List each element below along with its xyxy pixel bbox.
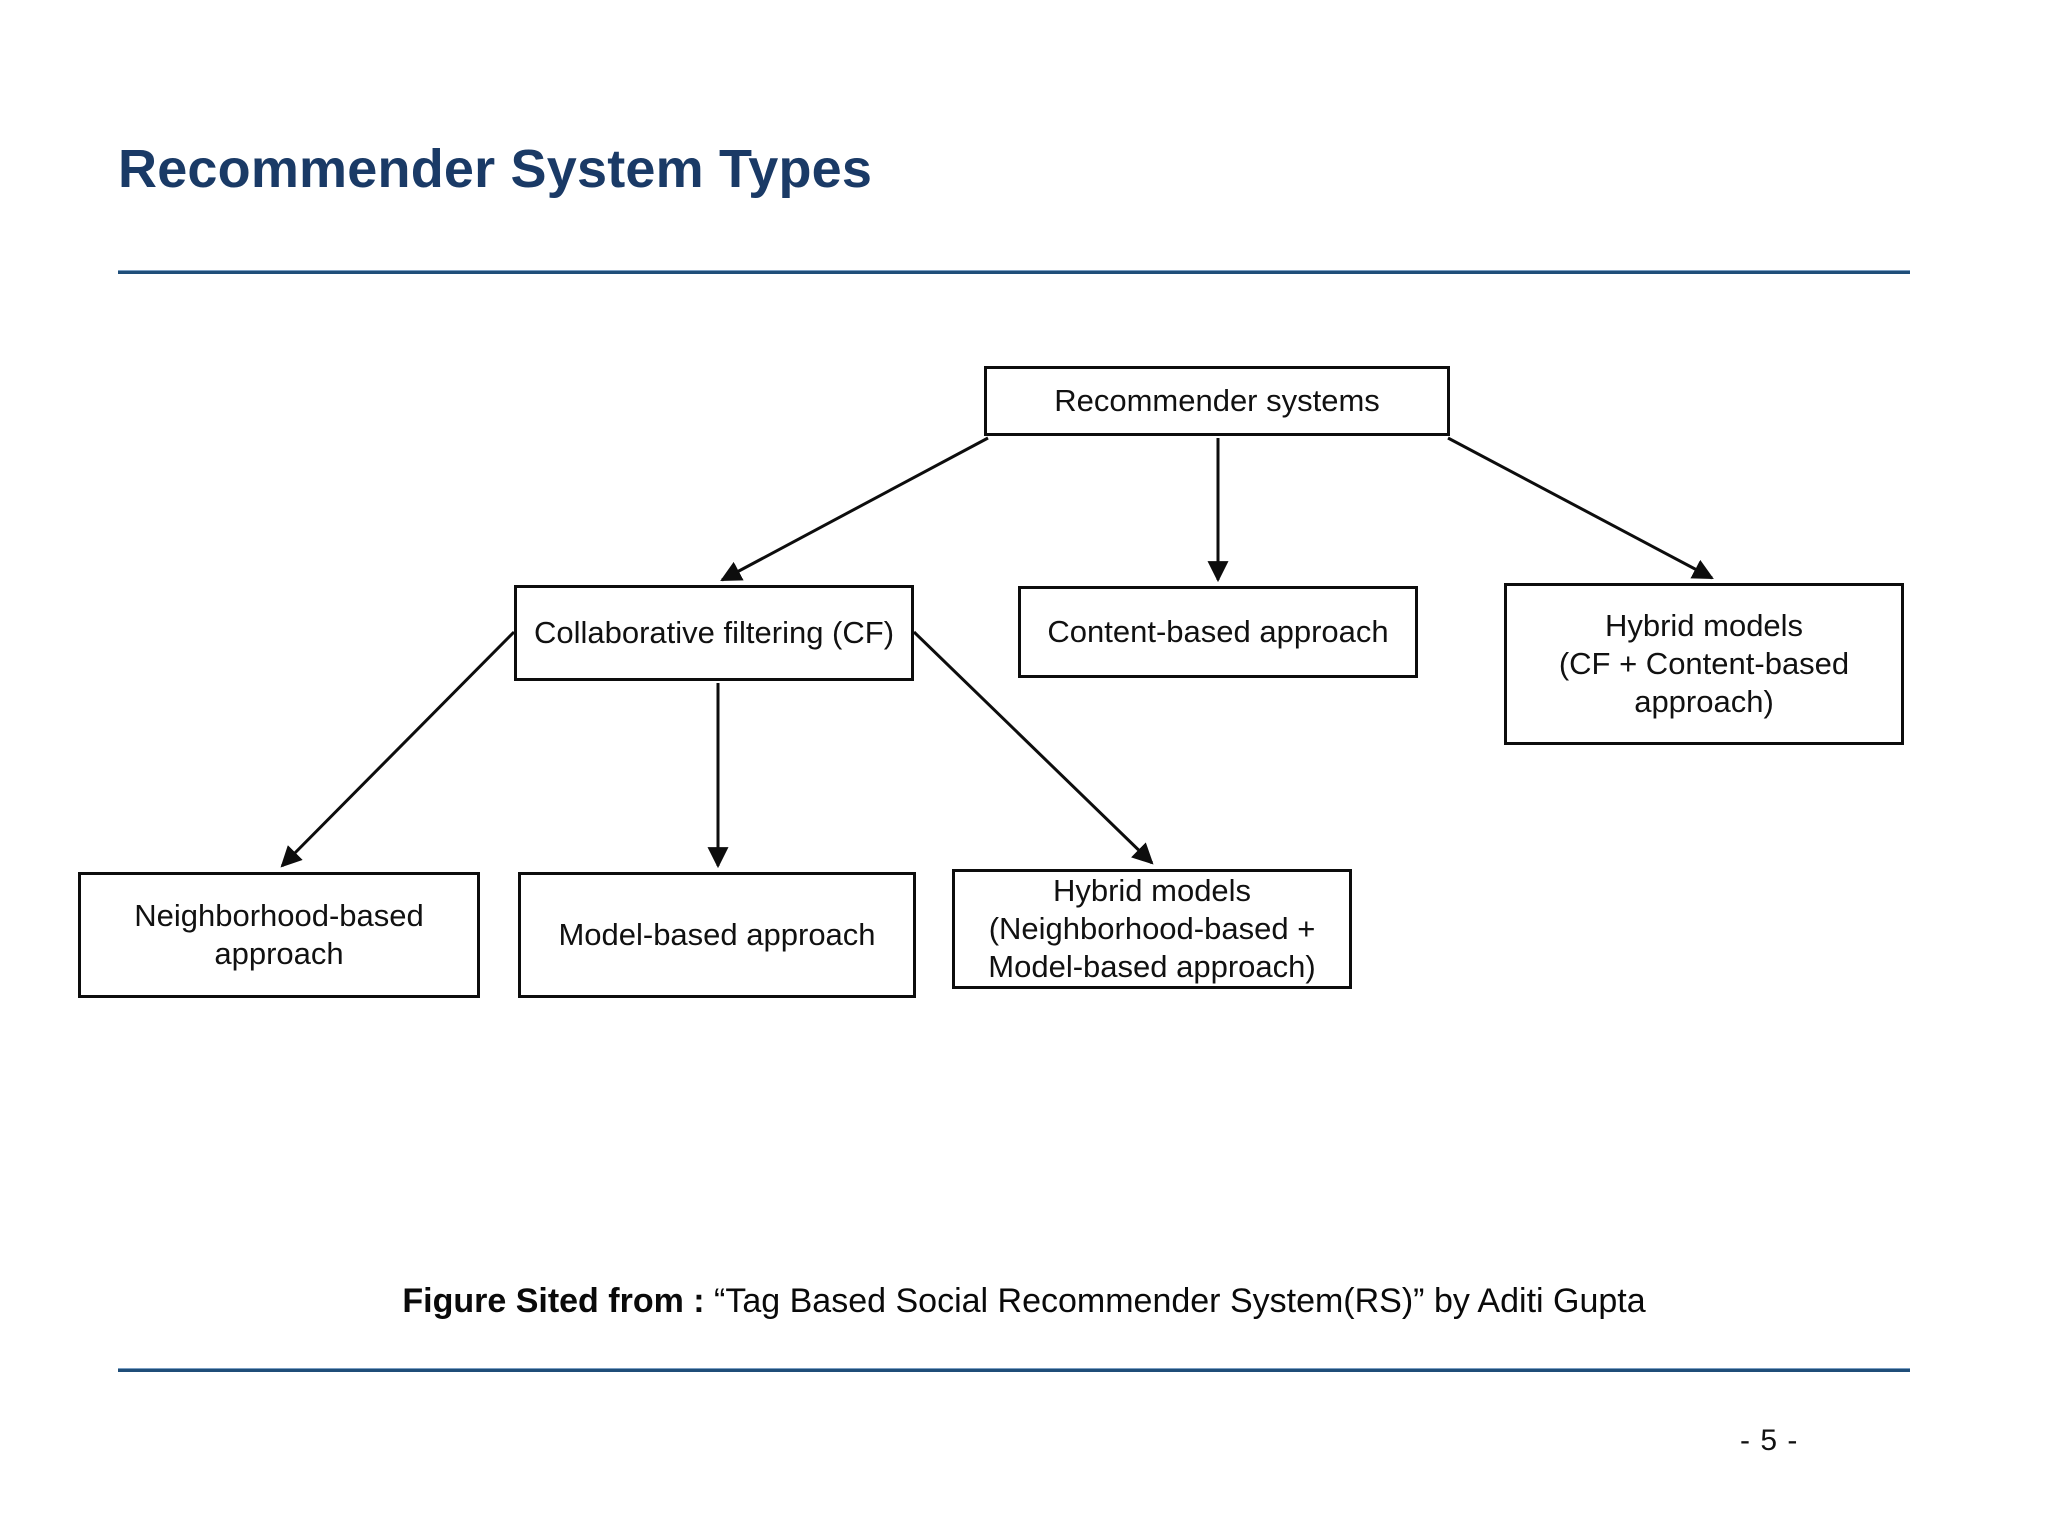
node-label-multiline: Neighborhood-based approach [134,897,424,973]
node-collaborative-filtering[interactable]: Collaborative filtering (CF) [514,585,914,681]
node-label-line-1: Hybrid models [1604,608,1804,644]
edge-cf-to-neighborhood [280,630,516,868]
figure-citation: Figure Sited from : “Tag Based Social Re… [0,1282,2048,1321]
page-number: - 5 - [1740,1424,1799,1457]
node-label-line-3: approach) [1634,683,1774,719]
node-label: Content-based approach [1047,614,1389,650]
node-label-multiline: Hybrid models (Neighborhood-based + Mode… [988,872,1315,985]
node-neighborhood-based-approach[interactable]: Neighborhood-based approach [78,872,480,998]
node-label: Recommender systems [1054,383,1380,419]
edge-root-to-cf [720,436,989,582]
node-label-multiline: Hybrid models (CF + Content-based approa… [1559,607,1849,720]
node-label: Collaborative filtering (CF) [533,615,895,651]
figure-citation-source: “Tag Based Social Recommender System(RS)… [704,1282,1646,1320]
node-recommender-systems[interactable]: Recommender systems [984,366,1450,436]
edge-cf-to-hybrid-bottom [912,630,1154,865]
figure-citation-prefix: Figure Sited from : [402,1282,705,1320]
footer-divider [118,1368,1910,1372]
node-content-based-approach[interactable]: Content-based approach [1018,586,1418,678]
node-label-line-2: (CF + Content-based [1558,646,1850,682]
edge-root-to-hybrid-top [1447,436,1714,580]
node-model-based-approach[interactable]: Model-based approach [518,872,916,998]
node-label-line-2: (Neighborhood-based + [988,911,1316,947]
node-hybrid-models-cf-content[interactable]: Hybrid models (CF + Content-based approa… [1504,583,1904,745]
node-label-line-1: Hybrid models [1052,873,1252,909]
title-divider [118,270,1910,274]
node-label-line-1: Neighborhood-based [134,898,424,934]
node-label: Model-based approach [558,917,876,953]
node-label-line-3: Model-based approach) [988,948,1316,984]
node-label-line-2: approach [214,936,344,971]
node-hybrid-models-neighborhood-model[interactable]: Hybrid models (Neighborhood-based + Mode… [952,869,1352,989]
page-title: Recommender System Types [118,139,873,199]
